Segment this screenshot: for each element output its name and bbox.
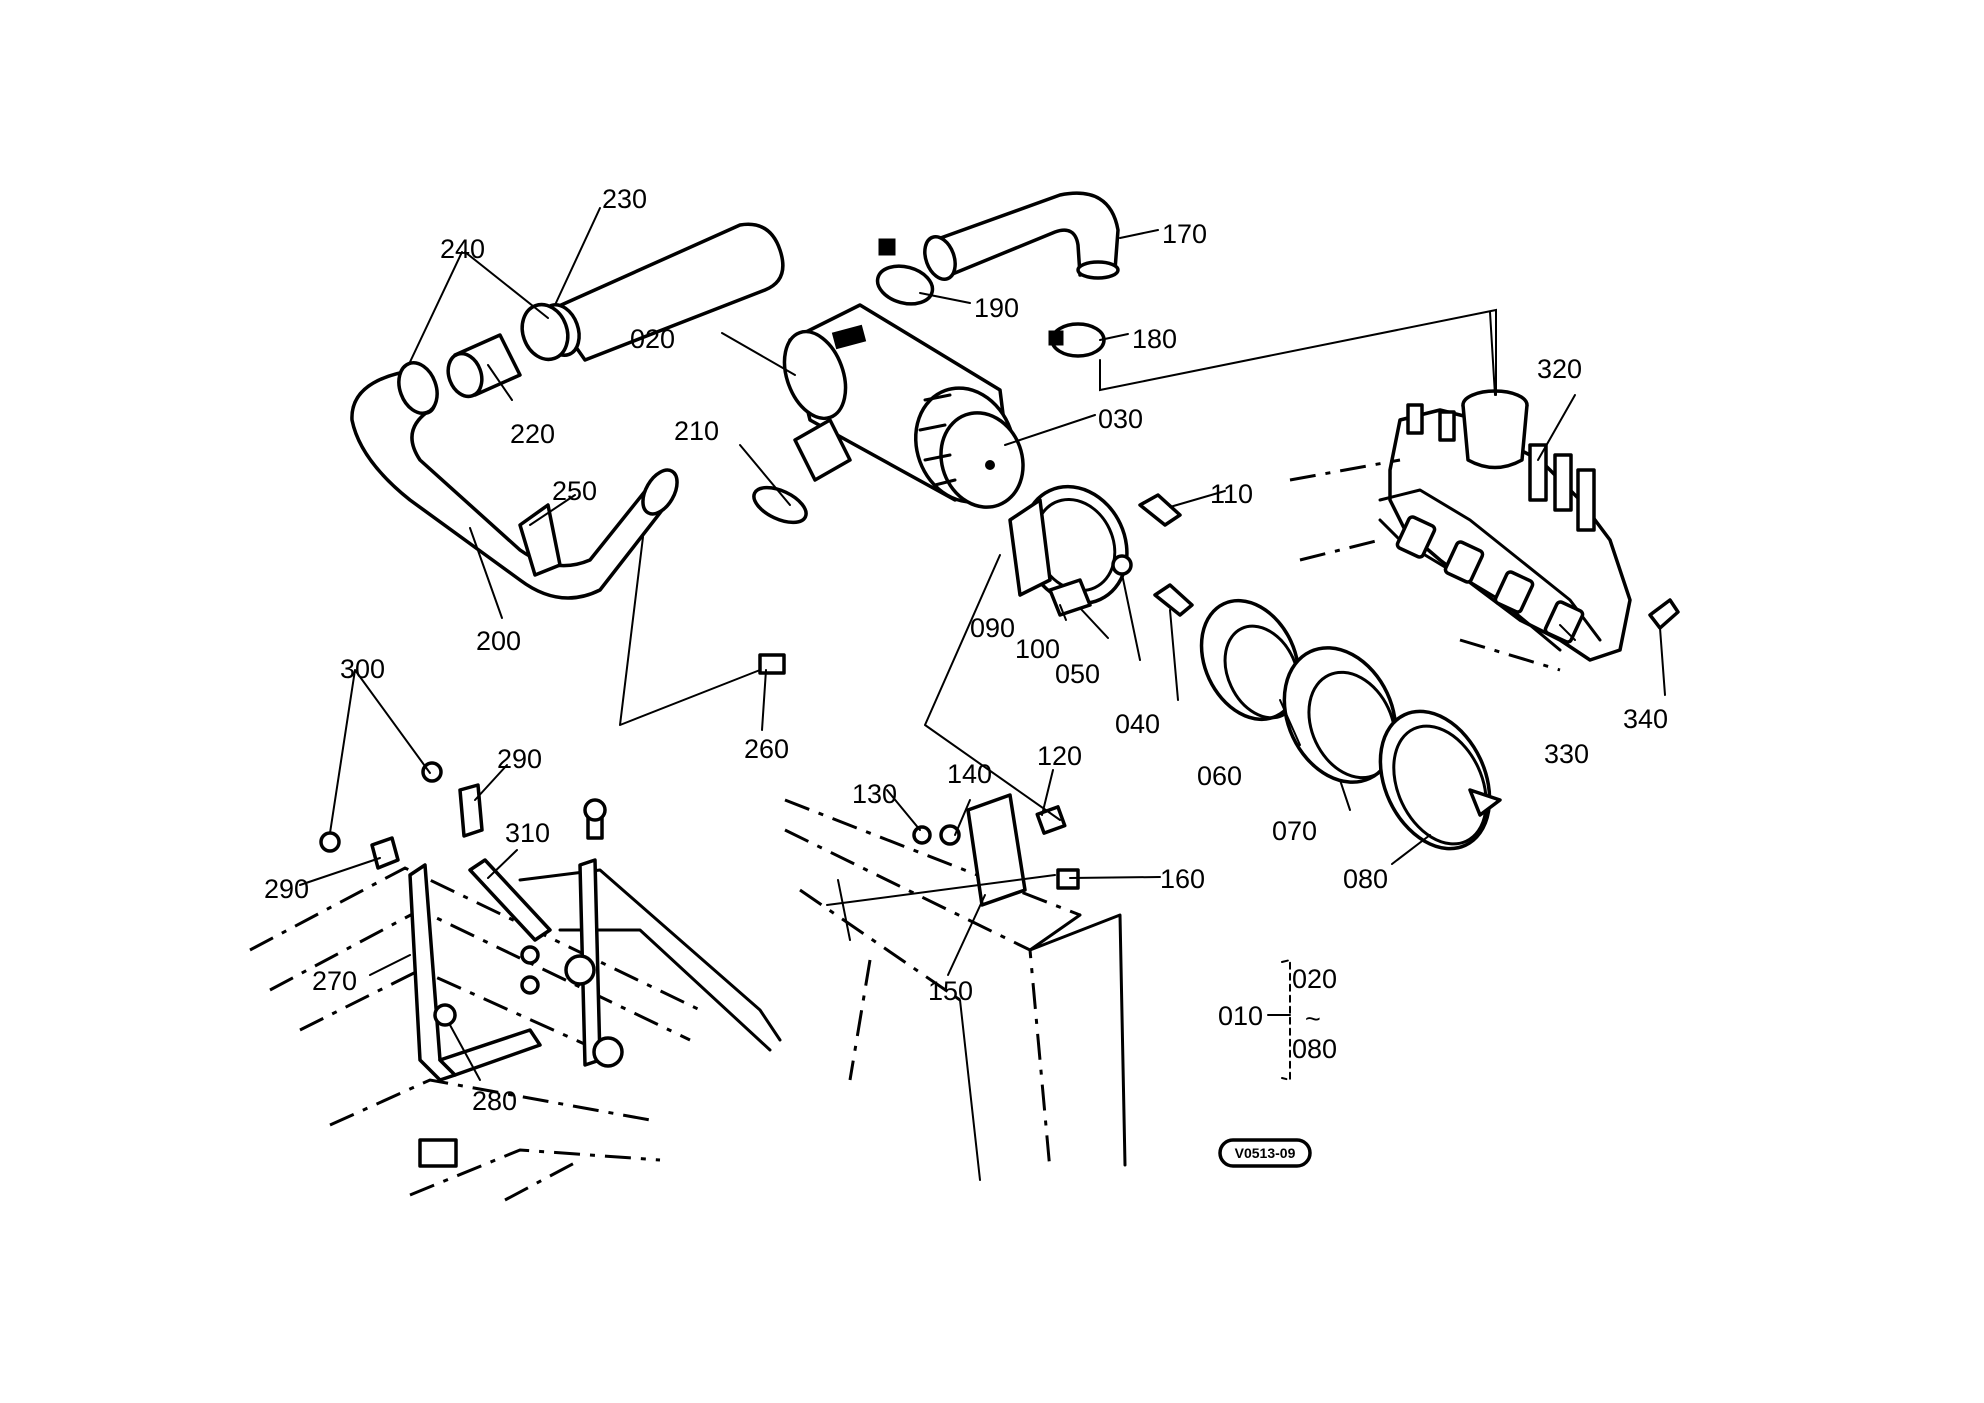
mounting-brackets [319, 761, 624, 1168]
label-tilde: ~ [1305, 1004, 1321, 1034]
part-labels: 230 240 020 220 210 250 200 170 190 180 … [264, 184, 1668, 1116]
label-100: 100 [1015, 634, 1060, 664]
label-240: 240 [440, 234, 485, 264]
chassis-outline [249, 798, 1127, 1202]
label-210: 210 [674, 416, 719, 446]
label-330: 330 [1544, 739, 1589, 769]
label-060: 060 [1197, 761, 1242, 791]
label-070: 070 [1272, 816, 1317, 846]
label-050: 050 [1055, 659, 1100, 689]
label-010: 010 [1218, 1001, 1263, 1031]
air-cleaner-body [782, 303, 1025, 509]
label-080: 080 [1343, 864, 1388, 894]
label-140: 140 [947, 759, 992, 789]
leader-lines [299, 207, 1666, 1081]
stamp-text: V0513-09 [1235, 1145, 1296, 1161]
label-130: 130 [852, 779, 897, 809]
hoses [350, 191, 1120, 600]
label-290-upper: 290 [497, 744, 542, 774]
label-280: 280 [472, 1086, 517, 1116]
label-340: 340 [1623, 704, 1668, 734]
label-220: 220 [510, 419, 555, 449]
label-150: 150 [928, 976, 973, 1006]
label-160: 160 [1160, 864, 1205, 894]
label-320: 320 [1537, 354, 1582, 384]
label-270: 270 [312, 966, 357, 996]
intake-manifold [1289, 389, 1632, 672]
label-260: 260 [744, 734, 789, 764]
label-310: 310 [505, 818, 550, 848]
label-290-lower: 290 [264, 874, 309, 904]
reference-stamp: V0513-09 [1218, 1138, 1312, 1168]
label-230: 230 [602, 184, 647, 214]
label-180: 180 [1132, 324, 1177, 354]
filter-elements [1008, 484, 1502, 851]
assembly-bracket-010 [1267, 958, 1291, 1082]
label-300: 300 [340, 654, 385, 684]
label-090: 090 [970, 613, 1015, 643]
label-020-group: 020 [1292, 964, 1337, 994]
label-250: 250 [552, 476, 597, 506]
label-020: 020 [630, 324, 675, 354]
label-030: 030 [1098, 404, 1143, 434]
label-080-group: 080 [1292, 1034, 1337, 1064]
label-200: 200 [476, 626, 521, 656]
label-120: 120 [1037, 741, 1082, 771]
label-040: 040 [1115, 709, 1160, 739]
hose-clamps [397, 238, 1106, 577]
label-190: 190 [974, 293, 1019, 323]
small-hardware [758, 493, 1680, 907]
label-170: 170 [1162, 219, 1207, 249]
label-110: 110 [1210, 479, 1253, 509]
